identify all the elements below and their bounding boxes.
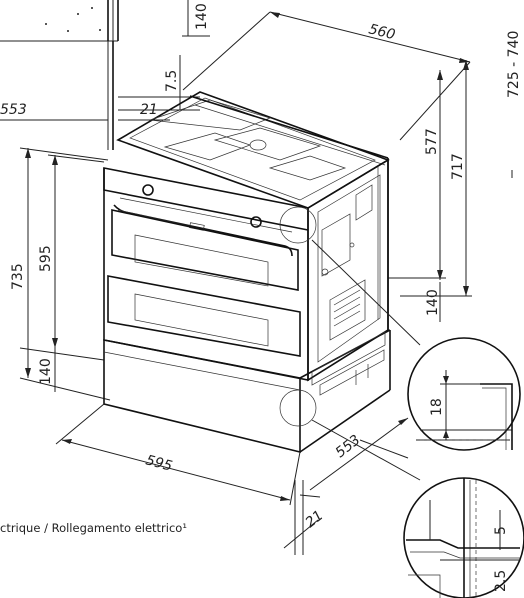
dim-lines-left [19, 147, 111, 401]
dim-560: 560 [367, 21, 397, 43]
dim-735: 735 [10, 263, 26, 290]
dim-line-553-bottom [299, 417, 409, 498]
dim-140-right: 140 [425, 289, 441, 316]
dim-18: 18 [429, 398, 445, 416]
dim-line-560 [182, 11, 471, 141]
dim-21-mid: 21 [140, 102, 158, 118]
dim-5: 5 [493, 526, 509, 535]
dim-595-vertical: 595 [38, 245, 54, 272]
dim-7-5: 7.5 [164, 70, 180, 92]
dim-553-left: 553 [0, 102, 27, 118]
electrical-connection-caption: ctrique / Rollegamento elettrico¹ [0, 521, 187, 535]
detail-circle-top [407, 337, 521, 451]
oven-illustration [103, 91, 391, 454]
dim-21-bottom: 21 [303, 508, 327, 532]
dim-595-horizontal: 595 [144, 452, 174, 474]
dim-140-left: 140 [38, 358, 54, 385]
dim-line-595-horizontal [55, 403, 301, 506]
dim-725-740: 725 - 740 [506, 31, 522, 98]
dim-lines-577-717 [388, 60, 472, 297]
dim-140-top: 140 [194, 3, 210, 30]
dim-717: 717 [450, 153, 466, 180]
dim-577: 577 [424, 128, 440, 155]
detail-circle-bottom [403, 477, 524, 598]
top-left-cabinet-detail [0, 0, 210, 150]
dim-2-5: 2.5 [493, 570, 509, 592]
